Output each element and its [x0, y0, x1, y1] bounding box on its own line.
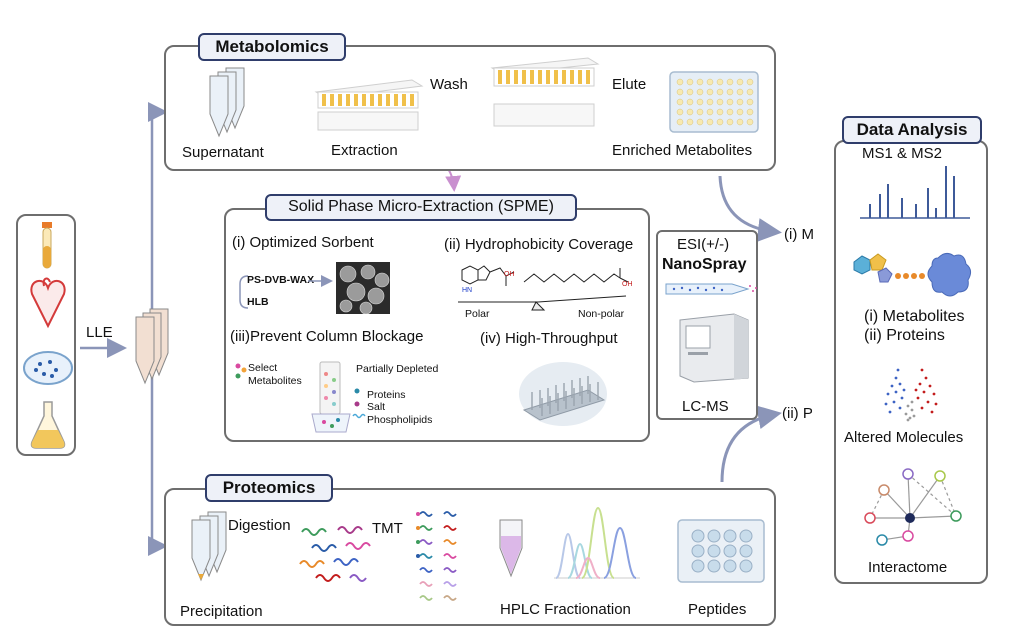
- peptides-wellplate-icon: [677, 519, 765, 583]
- svg-text:OH: OH: [504, 271, 515, 278]
- volcano-plot-icon: [884, 368, 938, 422]
- nanospray-emitter-icon: [665, 283, 757, 295]
- altered-molecules-label: Altered Molecules: [844, 429, 964, 446]
- precipitation-tubes-icon: [191, 511, 227, 582]
- extraction-label: Extraction: [331, 142, 398, 159]
- supernatant-label: Supernatant: [182, 144, 264, 161]
- lc-ms-label: LC-MS: [682, 398, 729, 415]
- heart-icon: [30, 277, 66, 329]
- polar-label: Polar: [465, 308, 490, 320]
- salt-label: Salt: [367, 401, 386, 413]
- tmt-label: TMT: [372, 520, 403, 537]
- sorbent-arrow: [308, 275, 333, 287]
- nonpolar-label: Non-polar: [578, 308, 625, 320]
- elute-label: Elute: [612, 76, 647, 93]
- ms1-ms2-label: MS1 & MS2: [862, 145, 943, 162]
- sample-sources-panel: [16, 214, 76, 456]
- esi-label: ESI(+/-): [677, 236, 730, 253]
- hydrophobicity-label: (ii) Hydrophobicity Coverage: [444, 236, 634, 253]
- metabolomics-title: Metabolomics: [198, 33, 346, 61]
- nanospray-label: NanoSpray: [662, 256, 747, 273]
- wash-plate-icon: [490, 57, 600, 127]
- hplc-chromatogram-icon: [554, 506, 640, 579]
- partially-depleted-label: Partially Depleted: [356, 363, 439, 375]
- extraction-plate-icon: [314, 79, 424, 131]
- psdvb-label: PS-DVB-WAX: [247, 274, 315, 286]
- data-analysis-panel: [834, 140, 988, 584]
- data-analysis-title: Data Analysis: [842, 116, 982, 144]
- sample-icons: [23, 222, 73, 449]
- svg-text:HN: HN: [462, 287, 472, 294]
- hydrophobicity-icon: HN OH OH: [458, 265, 633, 311]
- enriched-metabolites-label: Enriched Metabolites: [612, 142, 753, 159]
- flask-icon: [30, 401, 66, 449]
- petri-dish-icon: [23, 351, 73, 385]
- interactome-network-icon: [864, 468, 962, 546]
- wash-label: Wash: [430, 76, 468, 93]
- column-tube-icon: [311, 361, 351, 433]
- mass-spectrum-icon: [860, 166, 970, 219]
- elute-wellplate-icon: [669, 71, 759, 133]
- lc-ms-instrument-icon: [679, 313, 749, 383]
- proteins-result-label: (ii) Proteins: [864, 327, 945, 344]
- proteomics-panel: [164, 488, 776, 626]
- precipitation-label: Precipitation: [180, 603, 263, 620]
- hlb-label: HLB: [247, 296, 269, 308]
- peptides-label: Peptides: [688, 601, 747, 618]
- metabolites-output-label: (i) M: [784, 226, 814, 243]
- sorbent-bracket: [239, 275, 249, 309]
- select-label: Select: [248, 362, 278, 374]
- depleted-legend-icons: [352, 388, 366, 419]
- svg-text:OH: OH: [622, 281, 633, 288]
- metabolites-result-label: (i) Metabolites: [864, 308, 965, 325]
- proteins-output-label: (ii) P: [782, 405, 813, 422]
- ms-arrows: [718, 175, 782, 483]
- sorbent-micrograph-icon: [336, 262, 390, 314]
- blood-tube-icon: [42, 222, 52, 269]
- interactome-label: Interactome: [868, 559, 948, 576]
- select-metabolites-dots: [235, 363, 247, 379]
- metabolites-label: Metabolites: [248, 375, 302, 387]
- blockage-label: (iii)Prevent Column Blockage: [230, 328, 424, 345]
- throughput-label: (iv) High-Throughput: [480, 330, 618, 347]
- lle-tubes-icon: [135, 308, 169, 385]
- sorbent-label: (i) Optimized Sorbent: [232, 234, 374, 251]
- pooled-tube-icon: [499, 519, 523, 578]
- peptide-squiggles-icon: [299, 526, 371, 582]
- tmt-labeled-peptides-icon: [416, 511, 457, 601]
- proteins-small-label: Proteins: [367, 389, 406, 401]
- proteomics-title: Proteomics: [205, 474, 333, 502]
- spme-title: Solid Phase Micro-Extraction (SPME): [265, 194, 577, 221]
- branch-arrows: [148, 102, 168, 556]
- lle-label: LLE: [86, 324, 113, 341]
- hplc-fractionation-label: HPLC Fractionation: [500, 601, 631, 618]
- high-throughput-pins-icon: [519, 362, 607, 426]
- molecule-protein-icon: [853, 252, 972, 297]
- phospholipids-label: Phospholipids: [367, 414, 433, 426]
- supernatant-tubes-icon: [209, 67, 245, 138]
- digestion-label: Digestion: [228, 517, 291, 534]
